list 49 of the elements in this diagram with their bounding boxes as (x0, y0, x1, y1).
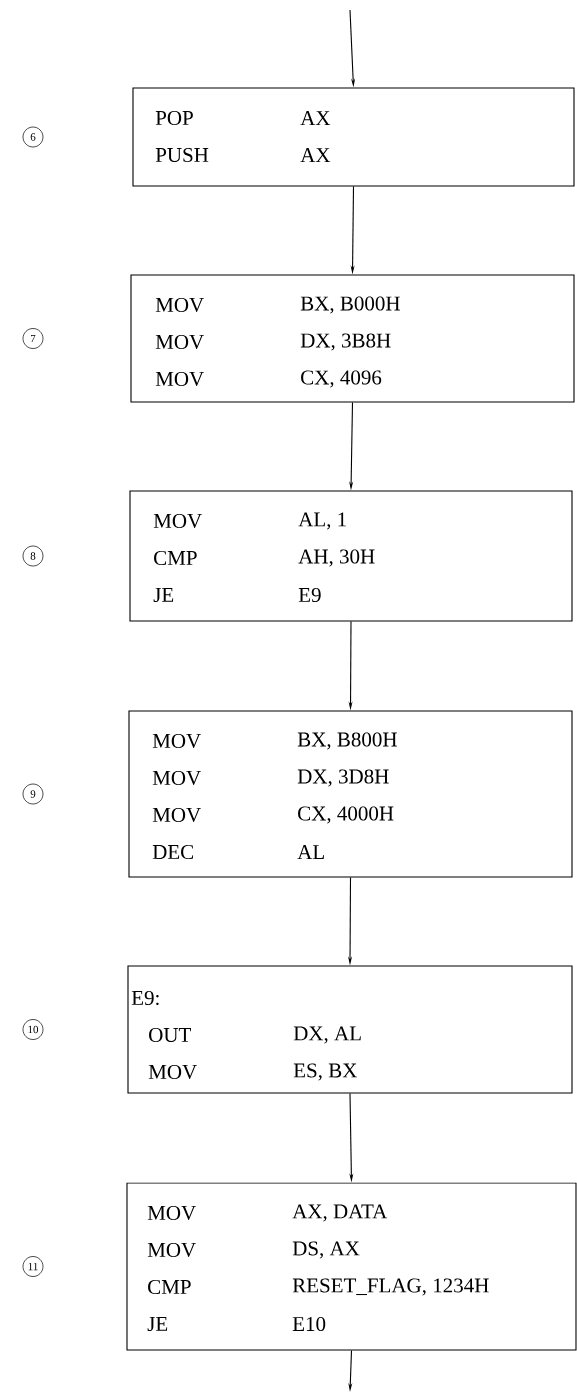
node-label: DEC (152, 844, 194, 860)
node-label: AX (300, 111, 331, 125)
node-label: AL, 1 (298, 512, 346, 530)
code-box: E9: OUT DX, AL MOV ES, BX (127, 965, 573, 1094)
node-label: CMP (148, 1279, 191, 1295)
code-box: MOV AX, DATA MOV DS, AX CMP RESET_FLAG, 1234H JE E10 (126, 1182, 577, 1351)
node-label: DX, AL (293, 1026, 361, 1044)
node-label: AL (297, 845, 324, 859)
node-label: MOV (152, 770, 201, 786)
node-label: MOV (147, 1242, 196, 1258)
callout-number: 11 (22, 1256, 44, 1277)
code-box: MOV BX, B000H MOV DX, 3B8H MOV CX, 4096 (130, 274, 575, 403)
callout-number: 7 (22, 328, 44, 349)
code-box: MOV BX, B800H MOV DX, 3D8H MOV CX, 4000H DEC AL (128, 710, 573, 878)
node-label: AH, 30H (298, 549, 375, 567)
node-label: CMP (154, 550, 197, 566)
node-label: MOV (155, 371, 204, 387)
node-label: E10 (292, 1316, 326, 1332)
callout-number: 8 (22, 545, 44, 567)
code-box: POP AX PUSH AX (132, 87, 575, 187)
node-label: JE (153, 588, 174, 602)
node-label: MOV (148, 1064, 197, 1080)
node-label: RESET_FLAG, 1234H (292, 1278, 489, 1296)
callout-number: 6 (22, 126, 44, 148)
node-label: MOV (152, 733, 201, 749)
node-label: BX, B000H (300, 296, 400, 314)
node-label: E9: (131, 990, 159, 1006)
node-label: PUSH (155, 147, 209, 163)
node-label: OUT (149, 1027, 192, 1043)
callout-number: 10 (22, 1019, 44, 1040)
node-label: DX, 3D8H (297, 769, 389, 787)
node-label: DX, 3B8H (300, 333, 391, 351)
node-label: CX, 4096 (301, 370, 382, 388)
node-label: AX (300, 148, 331, 162)
node-label: POP (155, 110, 193, 126)
node-label: BX, B800H (297, 732, 397, 750)
node-label: E9 (298, 587, 321, 603)
code-box: MOV AL, 1 CMP AH, 30H JE E9 (129, 490, 573, 622)
node-label: AX, DATA (292, 1204, 388, 1222)
node-label: DS, AX (292, 1241, 360, 1259)
node-label: ES, BX (293, 1063, 357, 1081)
node-label: JE (147, 1317, 168, 1331)
node-label: MOV (147, 1205, 196, 1221)
node-label: MOV (152, 807, 201, 823)
node-label: MOV (155, 334, 204, 350)
node-label: MOV (153, 513, 202, 529)
callout-number: 9 (22, 783, 44, 805)
node-label: CX, 4000H (298, 806, 394, 824)
node-label: MOV (155, 297, 204, 313)
